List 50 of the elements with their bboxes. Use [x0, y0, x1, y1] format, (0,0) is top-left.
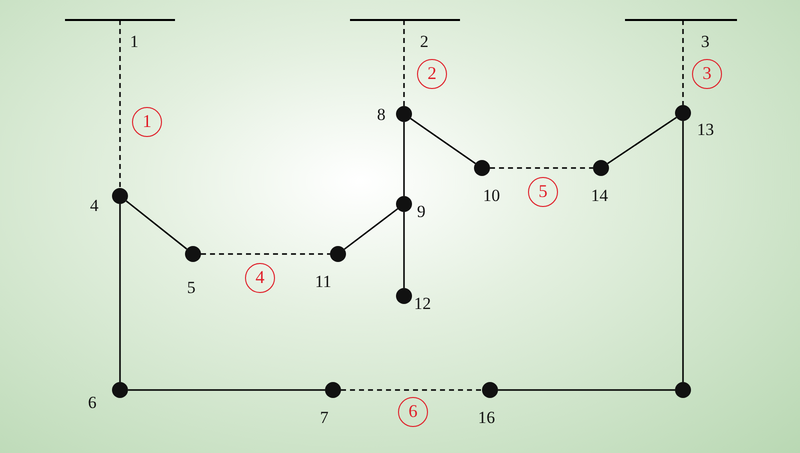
line: [403, 122, 405, 196]
node-dot: [675, 105, 691, 121]
node-dot: [112, 382, 128, 398]
dashed-line: [490, 167, 593, 169]
node-dot: [112, 188, 128, 204]
node-number: 16: [478, 409, 495, 426]
dashed-line: [403, 20, 405, 106]
node-dot: [482, 382, 498, 398]
edge-label: 4: [245, 263, 275, 293]
line: [119, 204, 121, 382]
node-number: 4: [90, 197, 98, 214]
line: [682, 121, 684, 382]
line: [498, 389, 675, 391]
node-dot: [325, 382, 341, 398]
node-dot: [330, 246, 346, 262]
node-number: 1: [130, 33, 138, 50]
node-number: 9: [417, 203, 426, 220]
line: [126, 200, 188, 250]
edge-label: 1: [132, 107, 162, 137]
node-number: 3: [701, 33, 710, 50]
node-dot: [396, 106, 412, 122]
node-number: 12: [414, 295, 431, 312]
dashed-line: [341, 389, 482, 391]
dashed-line: [682, 20, 684, 105]
line: [344, 208, 398, 250]
node-number: 13: [697, 121, 714, 138]
node-dot: [593, 160, 609, 176]
node-dot: [474, 160, 490, 176]
node-dot: [185, 246, 201, 262]
edge-label: 3: [692, 59, 722, 89]
line: [410, 118, 476, 164]
line: [607, 116, 677, 164]
node-number: 5: [187, 279, 196, 296]
dashed-line: [201, 253, 330, 255]
node-number: 2: [420, 33, 428, 50]
line: [128, 389, 325, 391]
node-number: 11: [315, 273, 332, 290]
node-dot: [675, 382, 691, 398]
edge-label: 6: [398, 397, 428, 427]
line: [403, 212, 405, 288]
node-number: 7: [320, 409, 328, 426]
node-number: 10: [483, 187, 500, 204]
node-dot: [396, 196, 412, 212]
node-number: 6: [88, 394, 96, 411]
node-dot: [396, 288, 412, 304]
dashed-line: [119, 20, 121, 188]
edge-label: 2: [417, 59, 447, 89]
edge-label: 5: [528, 177, 558, 207]
node-number: 14: [591, 187, 608, 204]
node-number: 8: [377, 106, 386, 123]
